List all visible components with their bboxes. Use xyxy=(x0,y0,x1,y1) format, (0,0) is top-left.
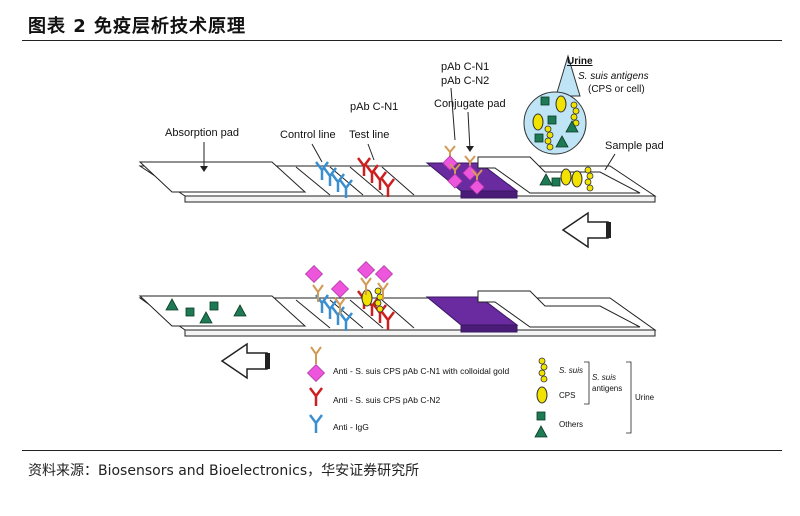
legend-item-cn1-gold: Anti - S. suis CPS pAb C-N1 with colloid… xyxy=(333,366,509,376)
legend-ssuis: S. suis xyxy=(559,366,583,375)
sample-pad-top xyxy=(477,156,641,194)
legend-item-igg: Anti - IgG xyxy=(333,422,369,432)
flow-arrow-bottom xyxy=(220,342,270,380)
label-ssuis-antigens: S. suis antigens xyxy=(578,71,649,82)
label-cps-or-cell: (CPS or cell) xyxy=(588,84,645,95)
legend-ssuis-antigens-2: antigens xyxy=(592,384,622,393)
legend-others: Others xyxy=(559,420,583,429)
legend-ssuis-antigens-1: S. suis xyxy=(592,373,616,382)
bottom-strip xyxy=(138,290,657,337)
label-pab-cn2: pAb C-N2 xyxy=(441,75,489,87)
label-conjugate-pad: Conjugate pad xyxy=(434,98,506,110)
label-sample-pad: Sample pad xyxy=(605,140,664,152)
figure-source: 资料来源：Biosensors and Bioelectronics，华安证券研… xyxy=(28,463,420,479)
source-divider xyxy=(22,450,782,451)
sample-pad-bottom xyxy=(477,290,641,328)
urine-droplet xyxy=(523,54,587,155)
legend: Anti - S. suis CPS pAb C-N1 with colloid… xyxy=(307,346,655,438)
label-test-line: Test line xyxy=(349,129,389,141)
figure-title: 图表 2 免疫层析技术原理 xyxy=(28,16,247,37)
label-control-line: Control line xyxy=(280,129,336,141)
flow-arrow-top xyxy=(561,211,611,249)
legend-urine: Urine xyxy=(635,393,655,402)
label-urine: Urine xyxy=(567,56,593,67)
legend-item-cn2: Anti - S. suis CPS pAb C-N2 xyxy=(333,395,441,405)
label-pab-cn1-test: pAb C-N1 xyxy=(350,101,398,113)
legend-cps: CPS xyxy=(559,391,575,400)
title-divider xyxy=(22,40,782,41)
label-pab-cn1-conj: pAb C-N1 xyxy=(441,61,489,73)
label-absorption-pad: Absorption pad xyxy=(165,127,239,139)
